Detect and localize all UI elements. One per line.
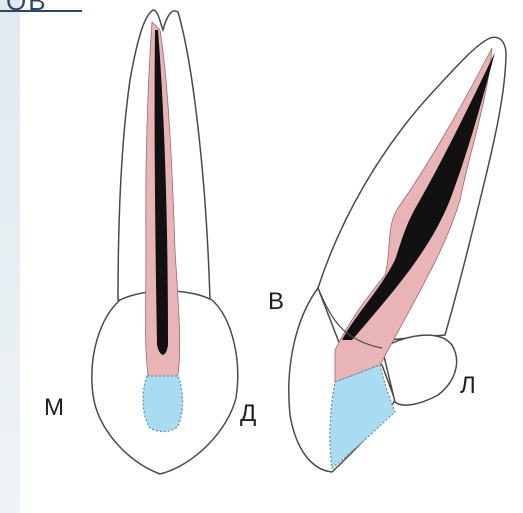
- tooth-right: [289, 37, 506, 472]
- label-lingual: Л: [460, 372, 476, 400]
- label-buccal: В: [268, 288, 284, 316]
- crown-chamber-left: [143, 376, 182, 432]
- label-distal: Д: [240, 400, 256, 428]
- crown-right-lingual-outline: [382, 335, 457, 405]
- label-mesial: М: [44, 394, 64, 422]
- tooth-left: [92, 10, 238, 474]
